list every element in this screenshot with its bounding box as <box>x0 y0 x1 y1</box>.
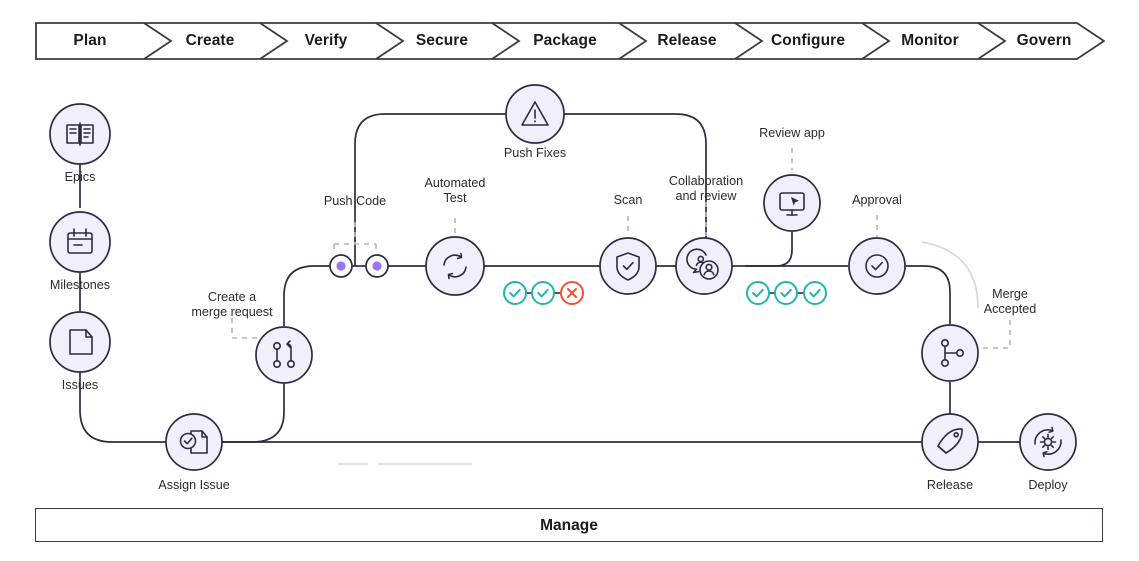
link-approval-merge <box>906 265 951 324</box>
status-badge-pass[interactable] <box>531 281 555 305</box>
label-merge-accepted: Merge Accepted <box>983 287 1037 316</box>
label-epics: Epics <box>64 170 96 184</box>
node-deploy[interactable] <box>1019 413 1077 471</box>
status-badge-pass[interactable] <box>503 281 527 305</box>
stage-label-monitor[interactable]: Monitor <box>901 32 959 49</box>
label-milestones: Milestones <box>49 278 111 292</box>
node-review-app[interactable] <box>763 174 821 232</box>
node-assign-issue[interactable] <box>165 413 223 471</box>
stage-label-secure[interactable]: Secure <box>415 32 469 49</box>
stage-label-create[interactable]: Create <box>185 32 235 49</box>
node-push-code[interactable] <box>329 254 389 278</box>
node-approval[interactable] <box>848 237 906 295</box>
node-release[interactable] <box>921 413 979 471</box>
node-create-merge-request[interactable] <box>255 326 313 384</box>
status-badge-pass[interactable] <box>746 281 770 305</box>
manage-label: Manage <box>540 517 598 534</box>
lifecycle-stage-bar: Plan Create Verify Secure Package Releas… <box>35 22 1105 60</box>
manage-bar[interactable]: Manage <box>35 508 1103 542</box>
node-issues[interactable] <box>49 311 111 373</box>
stage-bar-shape <box>35 22 1105 60</box>
stage-label-govern[interactable]: Govern <box>1016 32 1072 49</box>
status-badge-fail[interactable] <box>560 281 584 305</box>
node-automated-test[interactable] <box>425 236 485 296</box>
node-collaboration-and-review[interactable] <box>675 237 733 295</box>
label-scan: Scan <box>613 193 643 207</box>
link-issues-assign <box>79 372 166 443</box>
status-group-review-results <box>746 281 827 305</box>
label-approval: Approval <box>852 193 902 207</box>
label-push-code: Push Code <box>323 194 387 208</box>
stage-label-package[interactable]: Package <box>533 32 597 49</box>
label-review-app: Review app <box>759 126 825 140</box>
link-pushfixes-right <box>564 113 707 238</box>
decorative-arc <box>921 241 979 309</box>
node-epics[interactable] <box>49 103 111 165</box>
label-assign-issue: Assign Issue <box>158 478 230 492</box>
status-badge-pass[interactable] <box>803 281 827 305</box>
node-milestones[interactable] <box>49 211 111 273</box>
node-merge-accepted[interactable] <box>921 324 979 382</box>
dashed-connectors <box>231 148 1011 349</box>
label-issues: Issues <box>61 378 99 392</box>
node-push-fixes[interactable] <box>505 84 565 144</box>
label-deploy: Deploy <box>1028 478 1068 492</box>
label-push-fixes: Push Fixes <box>503 146 567 160</box>
label-collaboration-and-review: Collaboration and review <box>668 174 744 203</box>
label-create-merge-request: Create a merge request <box>191 290 273 319</box>
stage-label-configure[interactable]: Configure <box>770 32 846 49</box>
label-automated-test: Automated Test <box>424 176 486 205</box>
stage-label-plan[interactable]: Plan <box>73 32 107 49</box>
node-scan[interactable] <box>599 237 657 295</box>
label-release: Release <box>926 478 974 492</box>
link-merge-request-push-code <box>283 265 330 326</box>
status-group-test-results <box>503 281 584 305</box>
status-badge-pass[interactable] <box>774 281 798 305</box>
link-pushfixes-left <box>354 113 506 266</box>
stage-label-verify[interactable]: Verify <box>304 32 348 49</box>
stage-label-release[interactable]: Release <box>657 32 717 49</box>
